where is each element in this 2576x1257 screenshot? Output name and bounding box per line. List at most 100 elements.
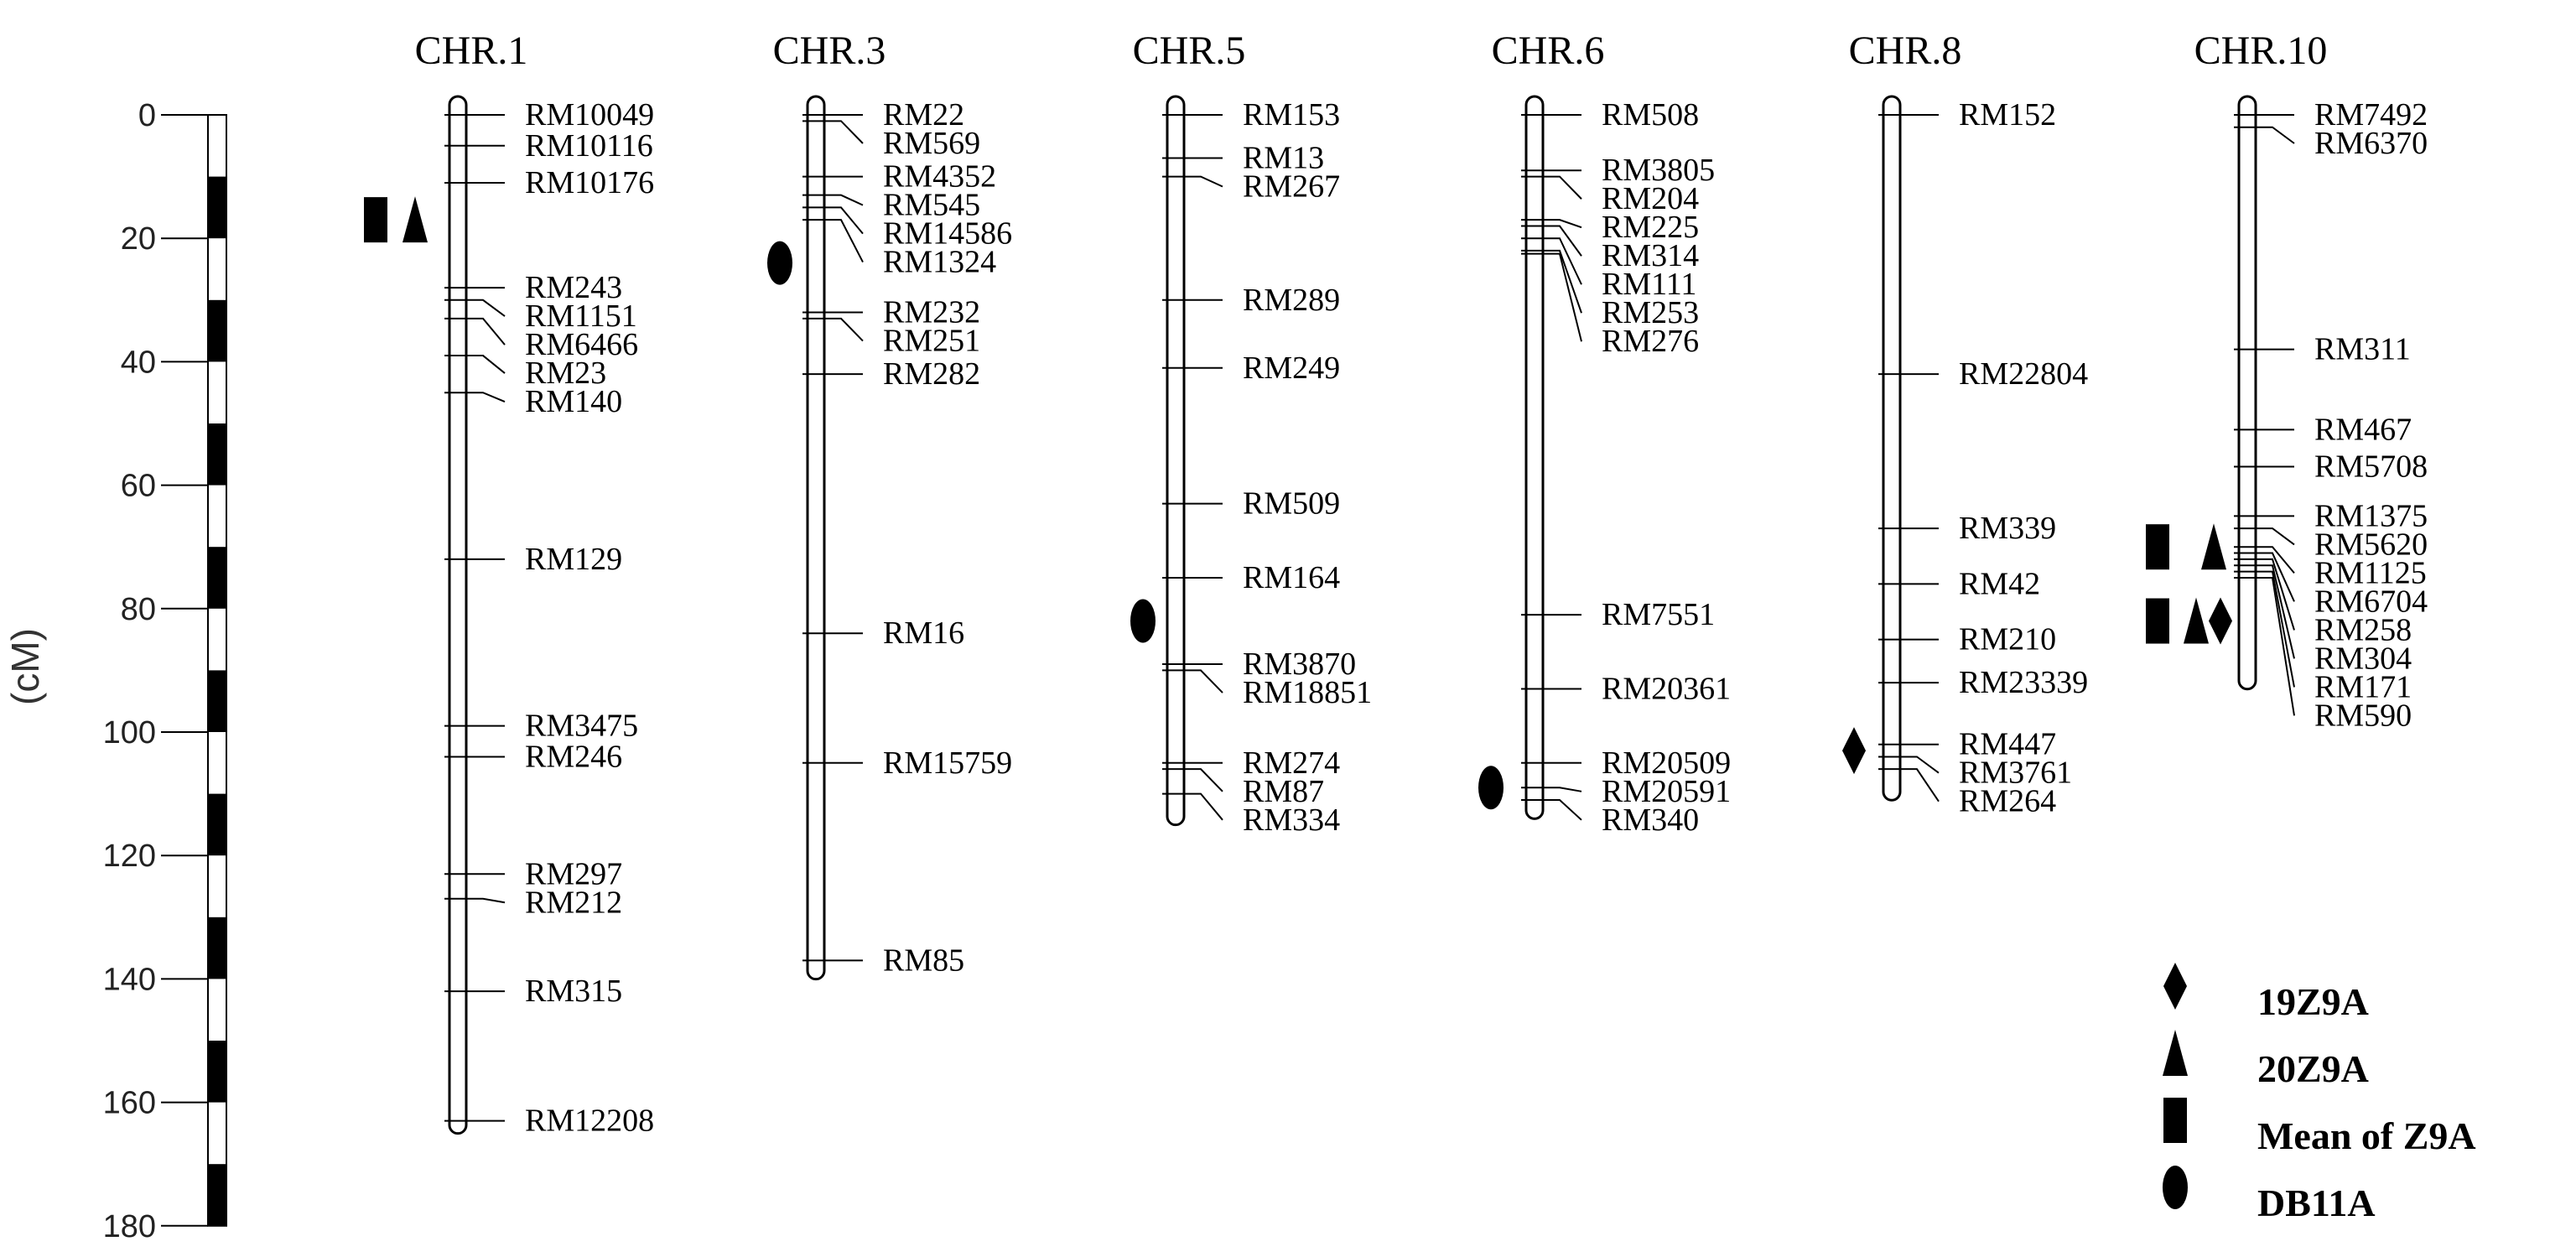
marker-leader xyxy=(1189,175,1223,188)
chromosome-title: CHR.10 xyxy=(2194,29,2328,73)
marker-label: RM3805 xyxy=(1602,153,1715,188)
scale-tick-label: 40 xyxy=(121,345,156,380)
chromosome-bar xyxy=(2237,95,2257,691)
marker-label: RM1375 xyxy=(2314,498,2428,533)
scale-tick-label: 180 xyxy=(103,1209,156,1244)
marker-leader xyxy=(1548,225,1582,257)
scale-tick-label: 80 xyxy=(121,592,156,627)
marker-leader xyxy=(2261,558,2295,631)
qtl-square-marker xyxy=(364,197,387,243)
marker-label: RM6370 xyxy=(2314,126,2428,161)
marker-label: RM87 xyxy=(1243,774,1324,809)
marker-label: RM232 xyxy=(883,295,980,330)
marker-label: RM15759 xyxy=(883,745,1012,781)
marker-label: RM7492 xyxy=(2314,97,2428,132)
marker-label: RM85 xyxy=(883,943,964,978)
marker-label: RM212 xyxy=(525,885,622,920)
marker-label: RM569 xyxy=(883,126,980,161)
marker-label: RM282 xyxy=(883,356,980,392)
qtl-square-marker xyxy=(2146,598,2169,644)
marker-label: RM467 xyxy=(2314,412,2412,447)
marker-label: RM1151 xyxy=(525,299,637,334)
scale-bar-segment xyxy=(208,670,226,732)
qtl-triangle-marker xyxy=(2201,523,2226,570)
marker-label: RM253 xyxy=(1602,295,1699,330)
marker-leader xyxy=(471,392,506,403)
marker-label: RM508 xyxy=(1602,97,1699,132)
scale-tick-label: 60 xyxy=(121,469,156,504)
chromosome-title: CHR.8 xyxy=(1849,29,1962,73)
marker-label: RM7551 xyxy=(1602,597,1715,632)
legend-diamond-icon xyxy=(2163,963,2187,1010)
marker-label: RM3870 xyxy=(1243,647,1356,682)
qtl-ellipse-marker xyxy=(1478,766,1504,810)
marker-label: RM246 xyxy=(525,739,622,774)
marker-label: RM20591 xyxy=(1602,774,1731,809)
marker-leader xyxy=(1548,219,1582,229)
marker-label: RM152 xyxy=(1959,97,2056,132)
qtl-diamond-marker xyxy=(2209,597,2232,645)
qtl-ellipse-marker xyxy=(1130,599,1156,643)
scale-tick-label: 160 xyxy=(103,1086,156,1121)
marker-label: RM1125 xyxy=(2314,555,2427,590)
chromosome-title: CHR.6 xyxy=(1492,29,1605,73)
marker-label: RM42 xyxy=(1959,566,2040,601)
legend-label: DB11A xyxy=(2257,1182,2376,1224)
marker-leader xyxy=(471,299,506,317)
marker-leader xyxy=(2261,564,2295,659)
chromosome-chr-3: CHR.3RM22RM569RM4352RM545RM14586RM1324RM… xyxy=(767,29,1012,981)
chromosome-bar xyxy=(806,95,826,981)
marker-label: RM225 xyxy=(1602,210,1699,245)
marker-leader xyxy=(2261,552,2295,602)
marker-label: RM267 xyxy=(1243,169,1340,205)
legend-triangle-icon xyxy=(2163,1030,2188,1076)
chromosome-bar xyxy=(448,95,468,1135)
marker-leader xyxy=(1189,768,1223,792)
marker-label: RM509 xyxy=(1243,486,1340,522)
marker-label: RM10176 xyxy=(525,165,654,200)
scale-tick-label: 140 xyxy=(103,962,156,997)
qtl-triangle-marker xyxy=(2184,597,2209,644)
marker-label: RM339 xyxy=(1959,511,2056,546)
scale-tick-label: 120 xyxy=(103,839,156,874)
marker-label: RM153 xyxy=(1243,97,1340,132)
scale-bar-segment xyxy=(208,299,226,362)
scale-tick-label: 0 xyxy=(138,98,156,133)
marker-label: RM18851 xyxy=(1243,675,1372,710)
chromosome-title: CHR.3 xyxy=(773,29,886,73)
legend-ellipse-icon xyxy=(2163,1166,2188,1209)
marker-label: RM6704 xyxy=(2314,584,2428,619)
marker-leader xyxy=(471,897,506,904)
marker-leader xyxy=(829,120,864,144)
marker-label: RM171 xyxy=(2314,669,2412,704)
chromosome-chr-10: CHR.10RM7492RM6370RM311RM467RM5708RM1375… xyxy=(2146,29,2428,733)
marker-label: RM590 xyxy=(2314,698,2412,733)
marker-label: RM22 xyxy=(883,97,964,132)
qtl-square-marker xyxy=(2146,524,2169,570)
marker-label: RM545 xyxy=(883,188,980,223)
scale-bar-segment xyxy=(208,917,226,979)
marker-leader xyxy=(1189,669,1223,693)
marker-leader xyxy=(2261,577,2295,716)
marker-leader xyxy=(471,355,506,374)
marker-label: RM10049 xyxy=(525,97,654,132)
scale-bar-segment xyxy=(208,1164,226,1226)
marker-leader xyxy=(471,317,506,345)
qtl-ellipse-marker xyxy=(767,241,792,285)
marker-label: RM13 xyxy=(1243,141,1324,176)
chromosome-chr-5: CHR.5RM153RM13RM267RM289RM249RM509RM164R… xyxy=(1130,29,1372,838)
chromosome-chr-1: CHR.1RM10049RM10116RM10176RM243RM1151RM6… xyxy=(364,29,654,1139)
marker-label: RM304 xyxy=(2314,641,2412,676)
marker-leader xyxy=(1548,798,1582,821)
marker-label: RM4352 xyxy=(883,159,996,195)
marker-leader xyxy=(829,206,864,235)
marker-label: RM314 xyxy=(1602,238,1699,273)
chromosome-group: CHR.1RM10049RM10116RM10176RM243RM1151RM6… xyxy=(364,29,2428,1139)
marker-leader xyxy=(2261,527,2295,546)
marker-label: RM1324 xyxy=(883,245,996,280)
legend-square-icon xyxy=(2163,1098,2187,1143)
marker-label: RM23339 xyxy=(1959,665,2088,700)
marker-label: RM129 xyxy=(525,542,622,577)
